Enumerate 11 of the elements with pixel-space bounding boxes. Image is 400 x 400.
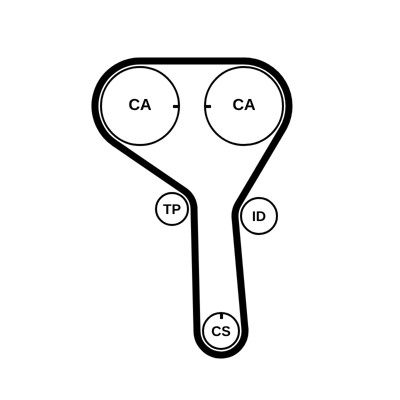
pulley-label: ID <box>252 209 266 223</box>
pulley <box>202 312 240 350</box>
pulley-label: TP <box>163 202 181 216</box>
pulley <box>155 192 189 226</box>
pulley <box>240 197 278 235</box>
pulley <box>100 66 180 146</box>
pulley <box>204 66 284 146</box>
pulley-label: CS <box>211 324 231 338</box>
pulley-label: CA <box>128 98 152 114</box>
pulley-label: CA <box>232 98 256 114</box>
drive-belt <box>234 58 292 208</box>
